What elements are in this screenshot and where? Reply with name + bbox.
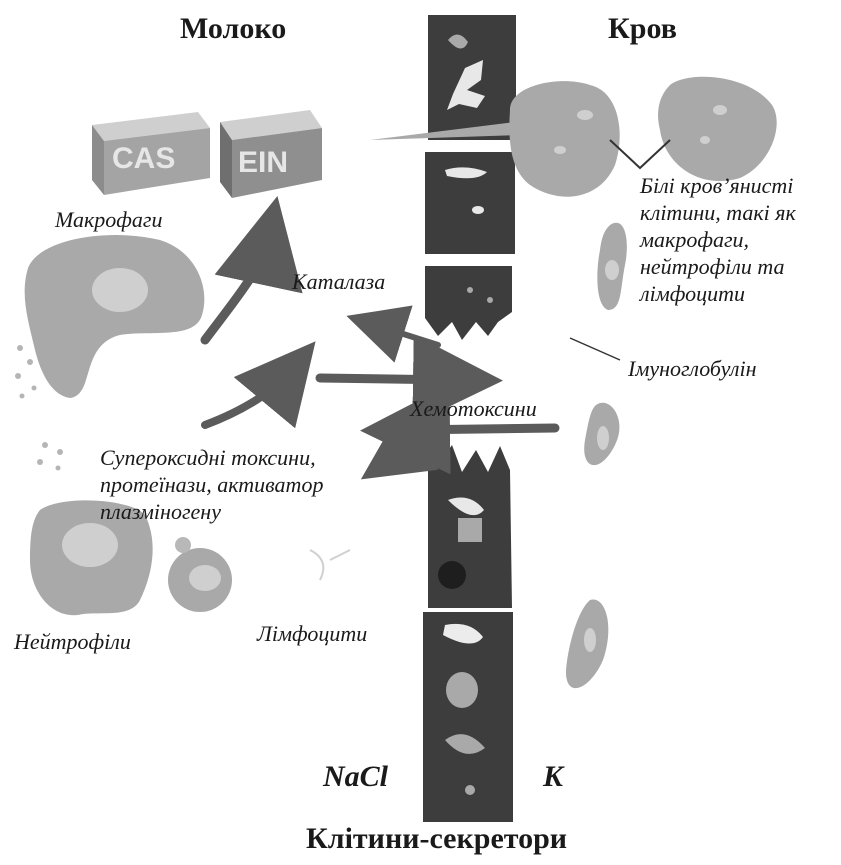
superoxide-toxins-label: Супероксидні токсини, протеїнази, актива… [100,444,400,525]
casein-right-text: EIN [238,146,288,179]
chemotoxins-label: Хемотоксини [410,395,537,422]
blood-cell-right [658,77,777,181]
macrophage-in-blood [509,81,619,197]
arrow-from-blood [405,428,555,430]
arrow-macrophage-to-casein [205,240,268,340]
arrow-superoxide-up [205,372,290,425]
nacl-label: NaCl [323,760,388,794]
macrophages-label: Макрофаги [55,206,163,233]
secretory-cells-title: Клітини-секретори [306,822,567,856]
casein-left-text: CAS [112,142,175,175]
dots-cluster-2 [37,442,63,471]
arrow-to-chemotoxins [320,378,458,380]
dots-cluster-1 [15,345,37,399]
neutrophils-label: Нейтрофіли [14,628,131,655]
lymphocytes-label: Лімфоцити [257,620,367,647]
secretory-cell-2 [425,152,515,254]
arrow-to-catalase [375,325,438,345]
milk-title: Молоко [180,12,286,46]
macrophage-cell [25,235,205,398]
secretory-cell-3 [425,266,512,340]
catalase-label: Каталаза [292,268,385,295]
white-blood-cells-label: Білі кров’янисті клітини, такі як макроф… [640,172,841,307]
immunoglobulin-label: Імуноглобулін [628,355,756,382]
casein-block: CAS EIN [92,110,322,198]
potassium-label: K [543,760,563,794]
blood-title: Кров [608,12,677,46]
